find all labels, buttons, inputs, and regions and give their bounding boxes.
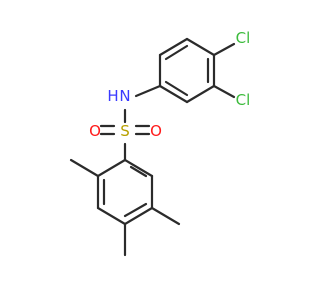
bond <box>123 158 154 178</box>
bond-ring-n <box>134 84 162 98</box>
atom-label-o: O <box>150 122 162 140</box>
double-bond-inner <box>129 165 148 178</box>
atom-label-o: O <box>89 122 101 140</box>
methyl-bond-left <box>69 158 100 178</box>
trimethylphenyl-ring <box>96 158 154 226</box>
bond <box>158 84 189 104</box>
bond <box>123 206 154 226</box>
atom-label-n: N <box>119 87 130 105</box>
bond-cl-right <box>212 84 236 99</box>
bond <box>96 158 127 178</box>
atom-label-cl: Cl <box>236 29 251 47</box>
bond <box>185 84 216 104</box>
atom-label-h: H <box>107 87 118 105</box>
atom-label-s: S <box>120 122 130 140</box>
molecule-structure: Cl Cl H N S O O <box>69 29 251 257</box>
double-bond-inner <box>164 80 189 97</box>
double-bond-inner <box>164 44 189 61</box>
bond <box>96 206 127 226</box>
methyl-bond-right <box>150 206 181 226</box>
bond-cl-top <box>212 42 236 57</box>
bond <box>158 37 189 57</box>
atom-label-cl: Cl <box>236 91 251 109</box>
double-bond-inner <box>123 202 148 218</box>
bond <box>185 37 216 57</box>
dichlorophenyl-ring <box>158 37 216 104</box>
